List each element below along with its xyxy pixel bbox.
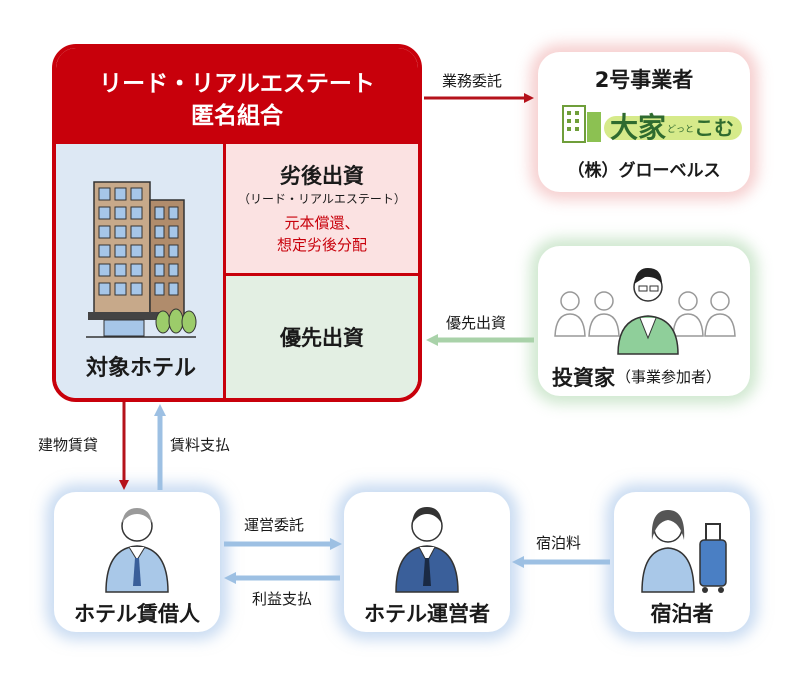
fund-title-line2: 匿名組合 <box>191 103 283 129</box>
brand-main: 大家 <box>610 111 667 144</box>
investor-label-sub: （事業参加者） <box>616 368 722 386</box>
operator-label: ホテル運営者 <box>364 602 490 626</box>
fund-box <box>52 44 422 402</box>
subordinated-note-line1: 元本償還、 <box>284 214 360 232</box>
label-lodging-fee: 宿泊料 <box>536 534 582 552</box>
label-rent-payment: 賃料支払 <box>170 436 231 454</box>
label-profit-payment: 利益支払 <box>252 590 313 608</box>
label-building-lease: 建物賃貸 <box>38 436 99 454</box>
lessee-label: ホテル賃借人 <box>74 602 200 626</box>
guest-label: 宿泊者 <box>650 602 714 626</box>
preferred-title: 優先出資 <box>280 326 364 350</box>
hotel-label: 対象ホテル <box>85 356 196 381</box>
preferred-panel <box>226 276 418 398</box>
fund-header <box>56 48 418 144</box>
label-operation-consign: 運営委託 <box>244 516 305 534</box>
label-business-consign: 業務委託 <box>442 72 503 90</box>
fund-title-line1: リード・リアルエステート <box>99 71 375 97</box>
investor-label-main: 投資家 <box>552 366 615 390</box>
subordinated-note-line2: 想定劣後分配 <box>276 236 367 254</box>
operator2-title: 2号事業者 <box>594 68 694 92</box>
subordinated-sub: （リード・リアルエステート） <box>238 192 406 206</box>
subordinated-panel <box>226 144 418 276</box>
label-preferred-investment: 優先出資 <box>446 314 507 332</box>
operator2-company: （株）グローベルス <box>567 161 721 181</box>
brand-end: こむ <box>694 116 734 140</box>
brand-small: どっと <box>667 125 695 135</box>
subordinated-title: 劣後出資 <box>280 164 364 188</box>
